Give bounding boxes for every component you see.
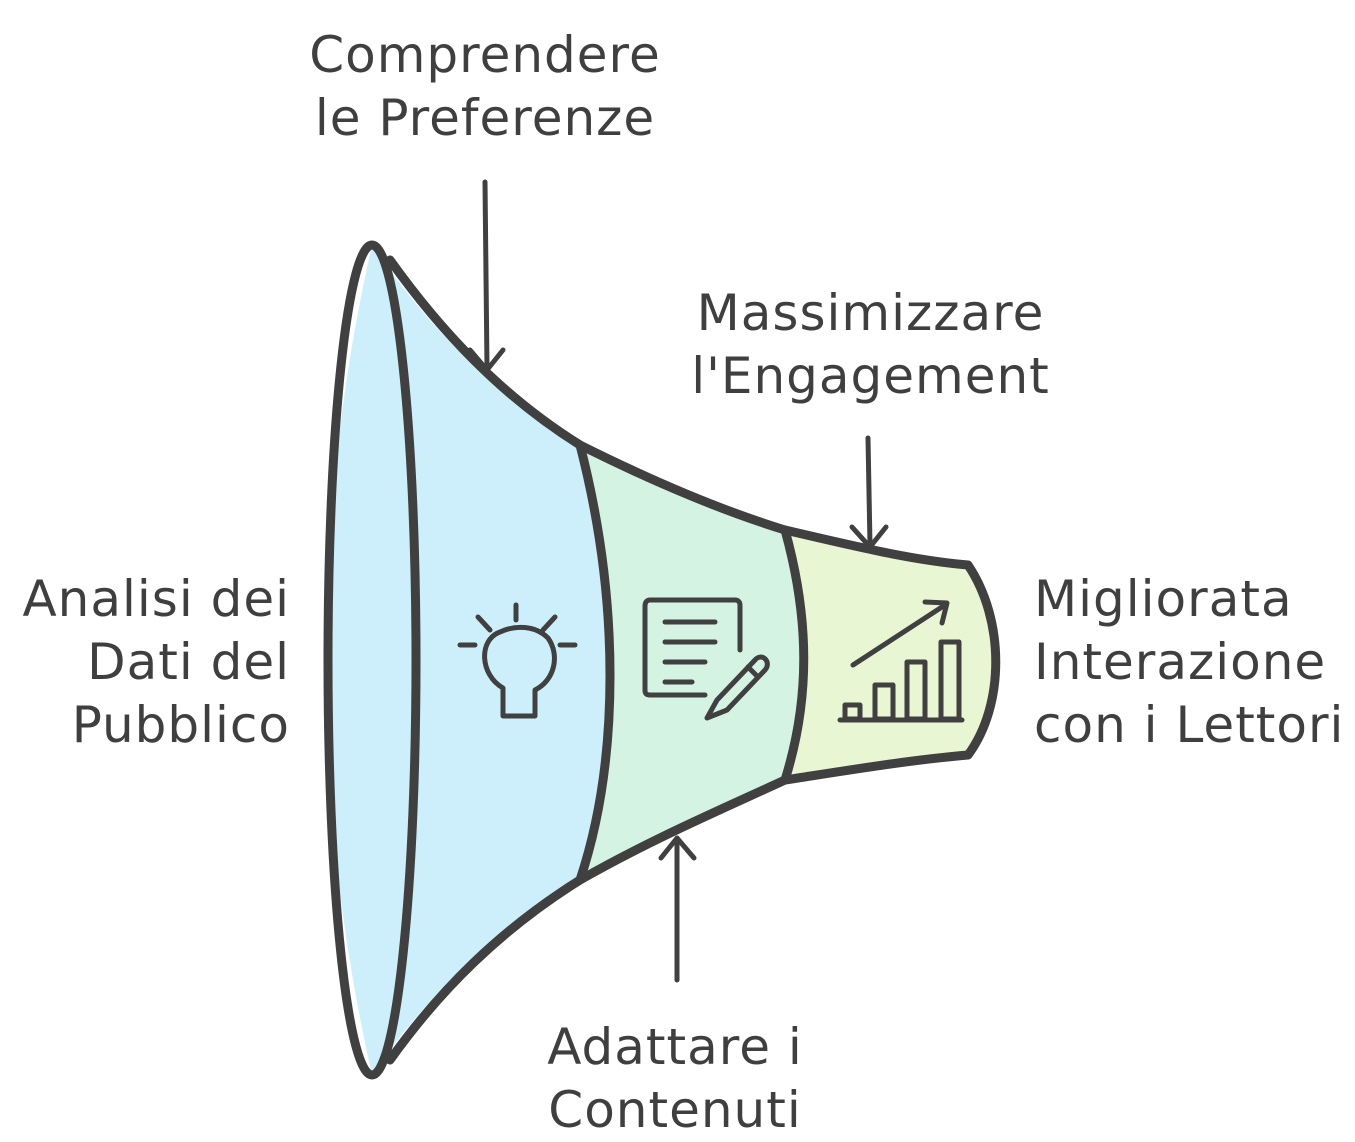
label-stage1-line-1: Comprendere <box>309 26 661 84</box>
label-stage2-line-2: Contenuti <box>548 1081 802 1139</box>
label-stage1-line-2: le Preferenze <box>314 89 656 147</box>
label-stage3-line-1: Massimizzare <box>696 284 1045 342</box>
label-output-line-2: Interazione <box>1034 633 1327 691</box>
label-stage2-line-1: Adattare i <box>547 1018 803 1076</box>
arrow-stage3 <box>849 435 889 550</box>
funnel-section-1-fill <box>325 245 610 1075</box>
label-output: Migliorata Interazione con i Lettori <box>1034 568 1352 757</box>
label-stage3-line-2: l'Engagement <box>691 347 1050 405</box>
label-stage2: Adattare i Contenuti <box>520 1016 830 1142</box>
label-stage1: Comprendere le Preferenze <box>290 24 680 150</box>
label-stage3: Massimizzare l'Engagement <box>678 282 1063 408</box>
arrow-stage1 <box>467 179 506 373</box>
growth-chart-icon <box>837 599 965 723</box>
label-output-line-1: Migliorata <box>1034 570 1293 628</box>
funnel-spout-end <box>963 560 1001 760</box>
funnel-mouth-ring <box>323 240 421 1080</box>
label-input-line-1: Analisi dei <box>22 570 290 628</box>
funnel-divider-2 <box>780 525 809 785</box>
funnel-bottom-edge <box>385 750 973 1065</box>
label-output-line-3: con i Lettori <box>1034 696 1345 754</box>
arrow-stage2 <box>658 835 697 983</box>
funnel-divider-1 <box>575 440 615 885</box>
lightbulb-icon <box>457 602 578 719</box>
document-edit-icon <box>642 597 770 721</box>
label-input-line-3: Pubblico <box>71 696 290 754</box>
label-input-line-2: Dati del <box>87 633 290 691</box>
label-input: Analisi dei Dati del Pubblico <box>14 568 290 757</box>
